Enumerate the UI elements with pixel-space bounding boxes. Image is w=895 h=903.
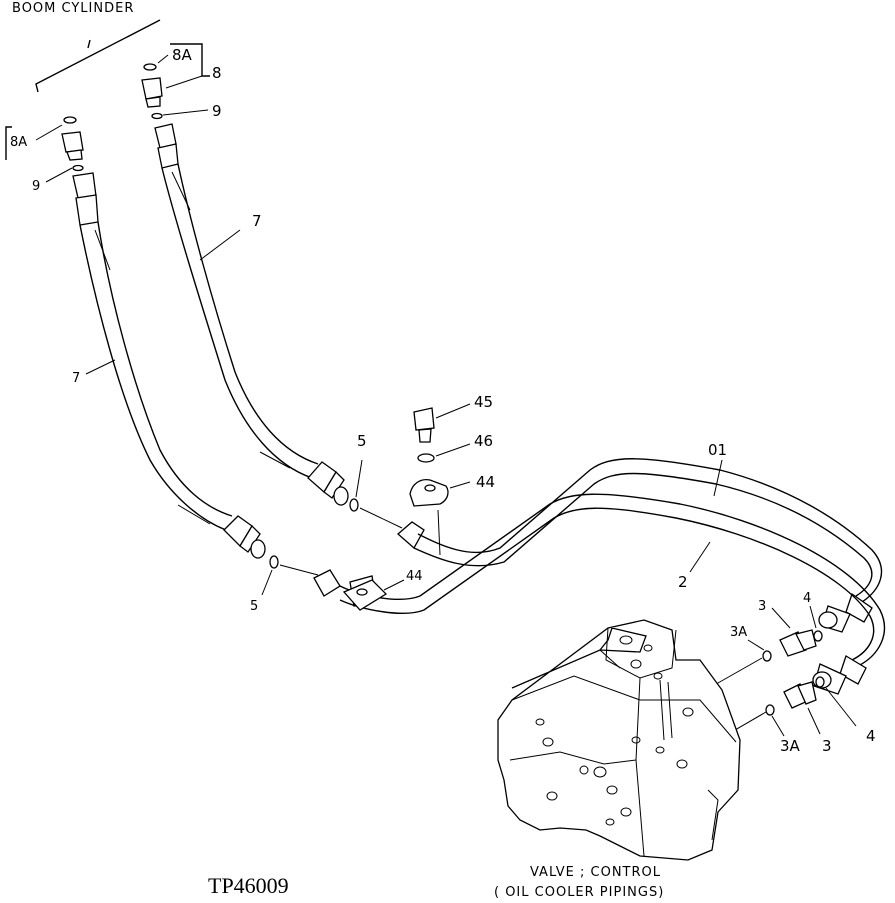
callout-44-low: 44: [406, 569, 423, 584]
fitting-8-left: [61, 116, 84, 172]
o-ring-4-low: [815, 676, 825, 688]
connector-3-top: [779, 629, 817, 657]
figure-id: TP46009: [208, 873, 289, 898]
leader-2: [689, 541, 711, 573]
clamp-44-low: [342, 579, 388, 611]
callout-3-top: 3: [758, 599, 766, 614]
clamp-44-stem: [437, 509, 441, 556]
leader-4-low: [825, 687, 857, 727]
leader-8a-left: [35, 124, 63, 141]
callout-5-top: 5: [357, 432, 367, 450]
leader-4-top: [809, 605, 817, 629]
o-ring-3a-low: [765, 704, 775, 716]
callout-8-top: 8: [212, 64, 222, 82]
leader-3-top: [771, 607, 791, 629]
connector-3-low: [783, 681, 817, 709]
clamp-44-top: [409, 478, 449, 507]
leader-5-low: [261, 569, 273, 596]
callout-7-right: 7: [252, 212, 262, 230]
callout-2: 2: [678, 573, 688, 591]
callout-45: 45: [474, 393, 493, 411]
leader-7-left: [85, 359, 116, 375]
callout-9-top: 9: [212, 102, 222, 120]
bracket-8-top: [170, 43, 210, 77]
tube-01: [397, 458, 883, 633]
leader-3a-top: [747, 639, 765, 651]
leader-45: [435, 403, 471, 419]
callout-9-left: 9: [32, 179, 40, 194]
caption-oil-cooler-pipings: ( OIL COOLER PIPINGS): [494, 885, 664, 900]
bolt-45: [413, 407, 435, 443]
fitting-8-top: [141, 63, 163, 120]
hose-7-left: [72, 172, 266, 559]
o-ring-5-low-line: [279, 564, 319, 576]
leader-44-top: [449, 481, 471, 489]
leader-46: [435, 443, 471, 457]
callout-4-top: 4: [803, 591, 811, 606]
callout-3-low: 3: [822, 737, 832, 755]
o-ring-3a-top: [762, 650, 772, 662]
callout-3a-top: 3A: [730, 625, 747, 640]
o-ring-5-top: [349, 498, 359, 512]
leader-9-left: [45, 167, 73, 183]
boom-cylinder-label: BOOM CYLINDER: [12, 1, 134, 16]
callout-46: 46: [474, 432, 493, 450]
callout-3a-low: 3A: [780, 737, 801, 755]
leader-7-right: [199, 229, 241, 261]
leader-3a-low: [771, 715, 785, 737]
leader-3-low: [807, 707, 821, 735]
o-ring-5-top-line: [359, 507, 403, 529]
leader-9-top: [162, 109, 209, 116]
callout-8a-left: 8A: [10, 135, 27, 150]
o-ring-4-top: [813, 630, 823, 642]
callout-01: 01: [708, 441, 727, 459]
hose-7-right: [154, 123, 349, 506]
leader-5-top: [355, 459, 363, 498]
callout-8a-top: 8A: [172, 46, 193, 64]
control-valve: [497, 619, 741, 861]
leader-8a-top: [157, 54, 169, 64]
leader-44-low: [383, 579, 405, 591]
callout-7-left: 7: [72, 371, 80, 386]
boom-cylinder-bracket: [35, 19, 161, 93]
callout-44-top: 44: [476, 473, 495, 491]
leader-01: [713, 459, 723, 497]
o-ring-5-low: [269, 555, 279, 569]
caption-valve-control: VALVE ; CONTROL: [530, 865, 661, 880]
bracket-8a-left: [5, 126, 12, 160]
leader-8-top: [165, 75, 203, 89]
boom-cylinder-tick: [87, 39, 91, 49]
callout-5-low: 5: [250, 599, 258, 614]
callout-4-low: 4: [866, 727, 876, 745]
washer-46: [417, 453, 435, 463]
